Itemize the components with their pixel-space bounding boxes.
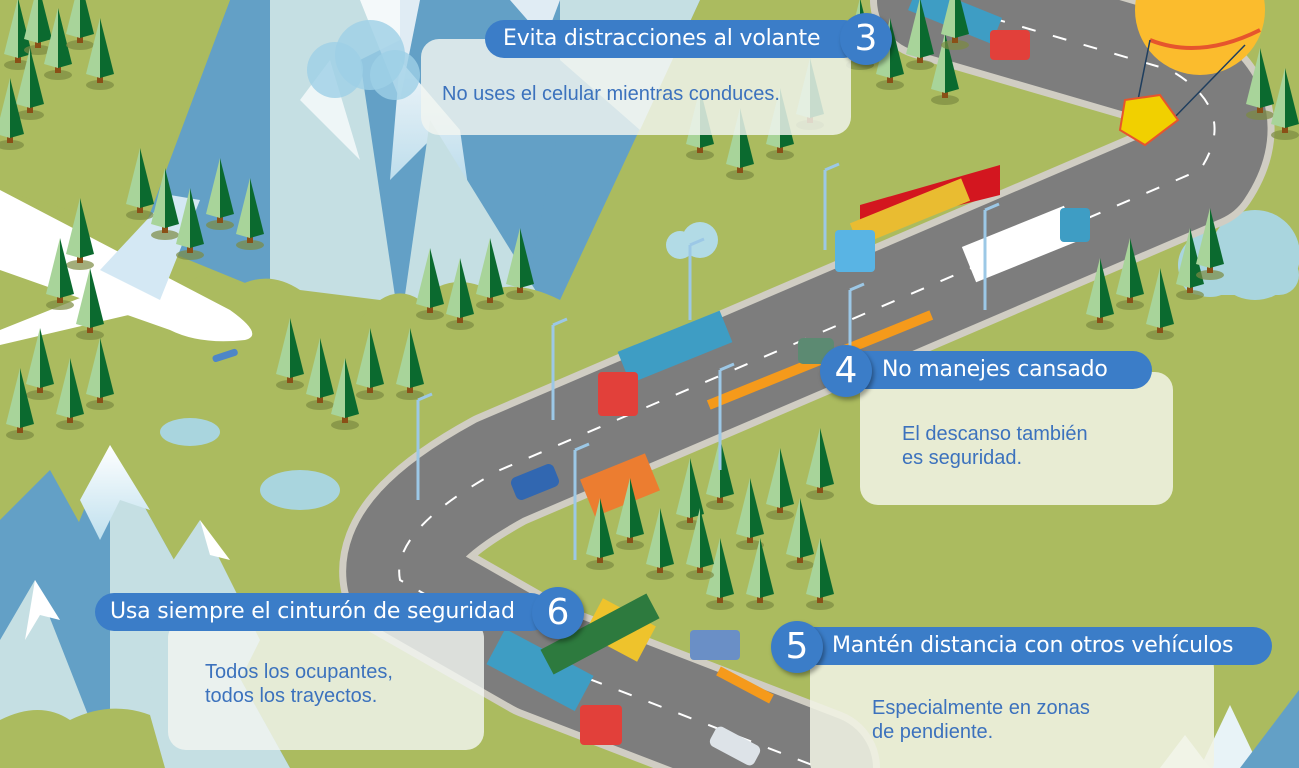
pine-tree-icon [736, 478, 764, 550]
tip-4-card [860, 372, 1173, 505]
pine-tree-icon [6, 368, 34, 440]
pine-tree-icon [176, 188, 204, 260]
truck-icon [835, 178, 971, 272]
pine-tree-icon [276, 318, 304, 390]
pine-tree-icon [206, 158, 234, 230]
pine-tree-icon [586, 498, 614, 570]
street-lamp-icon [416, 392, 433, 500]
pine-tree-icon [1116, 238, 1144, 310]
pine-tree-icon [686, 508, 714, 580]
tip-4-number-badge: 4 [820, 345, 872, 397]
highway-sign-icon [540, 593, 660, 675]
truck-icon [598, 310, 733, 416]
street-lamp-icon [573, 442, 590, 560]
pine-tree-icon [66, 0, 94, 50]
pine-tree-icon [416, 248, 444, 320]
pine-tree-icon [76, 268, 104, 340]
tip-6-title-text: Usa siempre el cinturón de seguridad [110, 599, 515, 624]
street-lamp-icon [983, 202, 1000, 310]
dump-truck-icon [690, 630, 740, 660]
pine-trees [0, 0, 1299, 610]
tip-6-description: Todos los ocupantes, todos los trayectos… [205, 661, 393, 707]
pine-tree-icon [1176, 228, 1204, 300]
street-lamps [416, 162, 1000, 560]
car-icon [709, 726, 761, 766]
pine-tree-icon [1246, 48, 1274, 120]
tip-3-title-text: Evita distracciones al volante [503, 26, 821, 51]
pine-tree-icon [746, 538, 774, 610]
pine-tree-icon [766, 448, 794, 520]
tip-4-description: El descanso también es seguridad. [902, 423, 1088, 469]
highway-road [339, 0, 1275, 768]
pine-tree-icon [46, 238, 74, 310]
car-icon [510, 464, 560, 500]
pine-tree-icon [236, 178, 264, 250]
pine-tree-icon [26, 328, 54, 400]
pine-tree-icon [4, 0, 32, 70]
tip-6-number-badge: 6 [532, 587, 584, 639]
pine-tree-icon [1271, 68, 1299, 140]
pine-tree-icon [1196, 208, 1224, 280]
tip-6-card [168, 620, 484, 750]
pine-tree-icon [0, 78, 24, 150]
pine-tree-icon [941, 0, 969, 50]
street-lamp-icon [688, 237, 705, 320]
tip-5-description: Especialmente en zonas de pendiente. [872, 697, 1090, 743]
tip-3-title: Evita distracciones al volante [485, 20, 863, 58]
pine-tree-icon [806, 538, 834, 610]
tip-3-number-badge: 3 [840, 13, 892, 65]
tip-4-title: No manejes cansado [840, 351, 1152, 389]
pine-tree-icon [331, 358, 359, 430]
pine-tree-icon [396, 328, 424, 400]
street-lamp-icon [551, 317, 568, 420]
tip-3-description: No uses el celular mientras conduces. [442, 83, 780, 105]
pine-tree-icon [786, 498, 814, 570]
pine-tree-icon [86, 338, 114, 410]
pine-tree-icon [56, 358, 84, 430]
tip-4-title-text: No manejes cansado [882, 357, 1108, 382]
pine-tree-icon [646, 508, 674, 580]
pine-tree-icon [66, 198, 94, 270]
pine-tree-icon [126, 148, 154, 220]
tip-5-number-badge: 5 [771, 621, 823, 673]
pine-tree-icon [86, 18, 114, 90]
street-lamp-icon [823, 162, 840, 250]
hot-air-balloon-icon [1118, 0, 1265, 147]
tip-5-title: Mantén distancia con otros vehículos [790, 627, 1272, 665]
pine-tree-icon [151, 168, 179, 240]
pine-tree-icon [706, 538, 734, 610]
pine-tree-icon [706, 438, 734, 510]
truck-icon [961, 205, 1090, 283]
tip-5-card [810, 650, 1214, 768]
pine-tree-icon [906, 0, 934, 70]
pine-tree-icon [1146, 268, 1174, 340]
pine-tree-icon [806, 428, 834, 500]
street-lamp-icon [718, 362, 735, 470]
pine-tree-icon [24, 0, 52, 55]
pine-tree-icon [44, 8, 72, 80]
pine-tree-icon [446, 258, 474, 330]
pine-tree-icon [1086, 258, 1114, 330]
pine-tree-icon [306, 338, 334, 410]
pine-tree-icon [476, 238, 504, 310]
pine-tree-icon [16, 48, 44, 120]
tip-5-title-text: Mantén distancia con otros vehículos [832, 633, 1234, 658]
tip-6-title: Usa siempre el cinturón de seguridad [95, 593, 550, 631]
pine-tree-icon [616, 478, 644, 550]
truck-icon [486, 628, 622, 745]
pine-tree-icon [356, 328, 384, 400]
pine-tree-icon [506, 228, 534, 300]
